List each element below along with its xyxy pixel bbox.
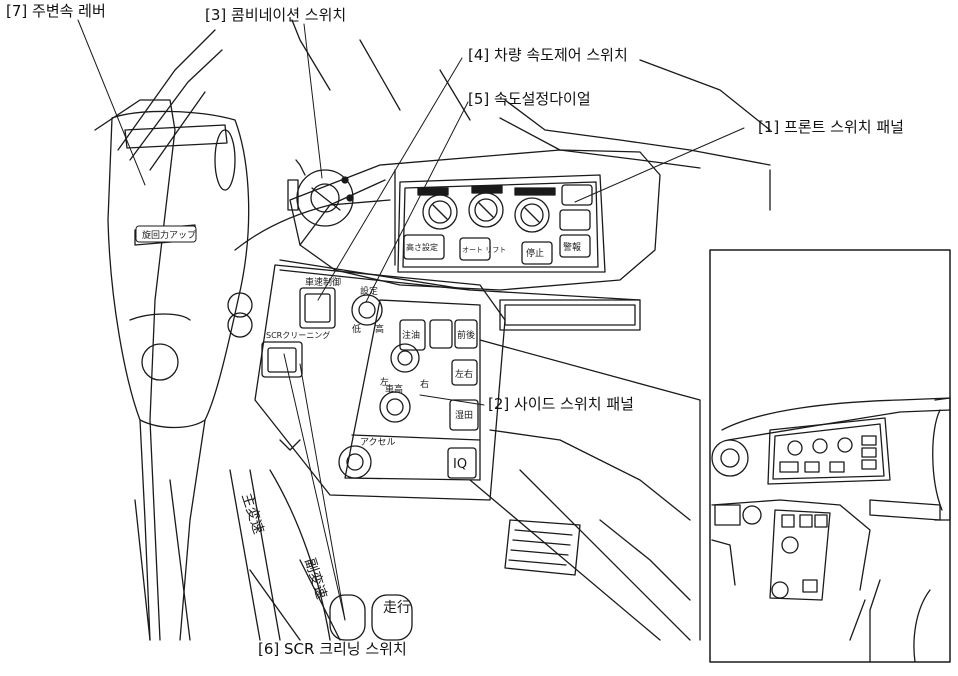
leader-side-switch-panel	[419, 394, 485, 406]
label-wet-field: 湿田	[455, 410, 473, 421]
label-left: 左	[380, 376, 389, 388]
label-setting: 設定	[360, 285, 378, 297]
front-dashboard	[289, 149, 661, 291]
callout-front-switch-panel: [1] 프론트 스위치 패널	[758, 118, 904, 136]
inset-view	[709, 249, 951, 663]
leader-front-switch-panel	[574, 127, 745, 203]
label-high: 高	[375, 323, 384, 335]
side-switch-panel	[338, 299, 481, 481]
leader-vehicle-speed-control	[317, 57, 463, 301]
callout-main-shift-lever: [7] 주변속 레버	[6, 2, 106, 20]
combination-switch	[287, 159, 354, 227]
front-switch-panel	[397, 174, 606, 273]
label-low: 低	[352, 323, 361, 335]
leader-lines	[77, 19, 745, 621]
label-scr-cleaning: SCRクリーニング	[266, 330, 330, 340]
label-height-setting: 高さ設定	[406, 242, 438, 252]
leader-speed-setting-dial	[365, 101, 469, 303]
label-sub-shift: 副変速	[301, 556, 330, 601]
label-stop: 停止	[526, 247, 544, 259]
callout-vehicle-speed-control-switch: [4] 차량 속도제어 스위치	[468, 46, 628, 64]
leader-main-shift-lever	[77, 19, 146, 186]
leader-combination-switch	[303, 23, 323, 179]
shift-gates	[229, 439, 413, 641]
callout-side-switch-panel: [2] 사이드 스위치 패널	[488, 395, 634, 413]
label-front-rear: 前後	[457, 329, 475, 341]
label-right: 右	[420, 378, 429, 390]
label-iq: IQ	[453, 457, 467, 472]
label-auto-lift: オート リフト	[462, 246, 506, 254]
label-alarm: 警報	[563, 241, 581, 253]
callout-speed-setting-dial: [5] 속도설정다이얼	[468, 90, 591, 108]
label-left-right: 左右	[455, 368, 473, 380]
label-caution: 注油	[402, 329, 420, 341]
label-vehicle-speed-control: 車速制御	[305, 276, 341, 288]
label-vehicle-height: 車高	[385, 383, 403, 395]
callout-combination-switch: [3] 콤비네이션 스위치	[205, 6, 347, 24]
label-main-shift: 主変速	[238, 491, 267, 536]
pedal	[504, 519, 581, 576]
callout-scr-cleaning-switch: [6] SCR 크리닝 스위치	[258, 640, 407, 658]
cab-frame	[94, 19, 771, 641]
label-swing-power-up: 旋回力アップ	[142, 229, 196, 241]
label-travel: 走行	[383, 600, 411, 616]
label-accelerator: アクセル	[360, 437, 396, 448]
side-console	[254, 264, 506, 501]
leader-scr-cleaning-b	[299, 363, 346, 621]
leader-scr-cleaning-a	[283, 353, 346, 621]
